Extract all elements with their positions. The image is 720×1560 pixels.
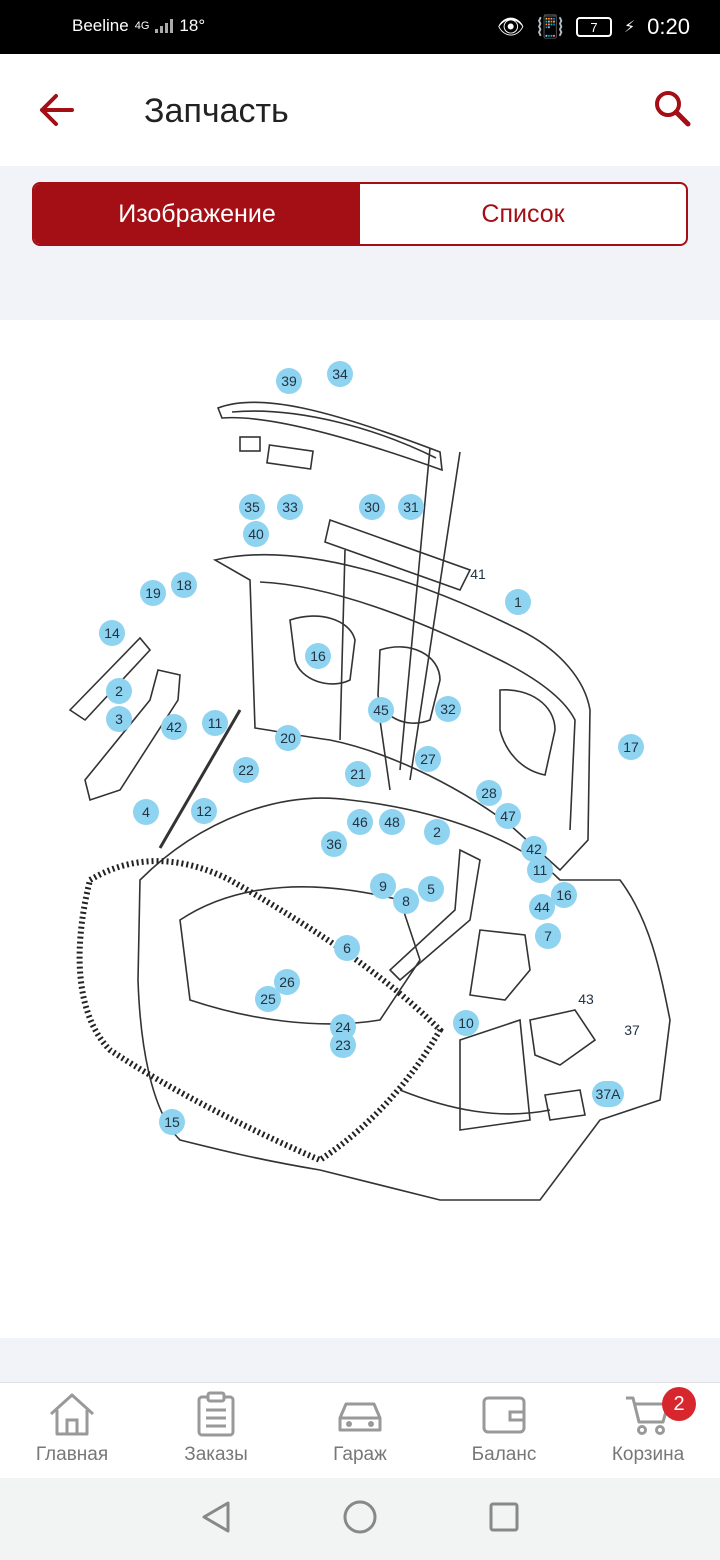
callout-40[interactable]: 40 — [243, 521, 269, 547]
tab-cart-label: Корзина — [611, 1444, 685, 1465]
callout-9[interactable]: 9 — [370, 873, 396, 899]
callout-4[interactable]: 4 — [133, 799, 159, 825]
callout-18[interactable]: 18 — [171, 572, 197, 598]
callout-27[interactable]: 27 — [415, 746, 441, 772]
callout-7[interactable]: 7 — [535, 923, 561, 949]
tab-home-label: Главная — [35, 1444, 109, 1465]
callout-11b[interactable]: 11 — [527, 857, 553, 883]
battery-icon: 7 — [575, 17, 612, 37]
tab-orders-label: Заказы — [184, 1444, 248, 1465]
nav-home-icon[interactable] — [342, 1499, 378, 1540]
car-icon — [338, 1402, 382, 1432]
callout-10[interactable]: 10 — [453, 1010, 479, 1036]
callout-2b[interactable]: 2 — [424, 819, 450, 845]
callout-6[interactable]: 6 — [334, 935, 360, 961]
search-icon[interactable] — [652, 88, 692, 128]
tab-list[interactable]: Список — [481, 199, 565, 228]
parts-diagram: 39 34 35 33 30 31 40 41 1 19 18 14 16 2 … — [0, 320, 720, 1338]
tab-garage-label: Гараж — [333, 1444, 387, 1465]
callout-11[interactable]: 11 — [202, 710, 228, 736]
home-icon — [49, 1393, 95, 1436]
callout-45[interactable]: 45 — [368, 697, 394, 723]
callout-16b[interactable]: 16 — [551, 882, 577, 908]
network-type: 4G — [134, 20, 150, 32]
callout-30[interactable]: 30 — [359, 494, 385, 520]
callout-5[interactable]: 5 — [418, 876, 444, 902]
temperature: 18° — [179, 16, 206, 35]
callout-33[interactable]: 33 — [277, 494, 303, 520]
callout-16[interactable]: 16 — [305, 643, 331, 669]
callout-22[interactable]: 22 — [233, 757, 259, 783]
tab-cart[interactable]: Корзина 2 — [576, 1383, 720, 1478]
system-nav-bar — [0, 1478, 720, 1560]
callout-42[interactable]: 42 — [161, 714, 187, 740]
tab-balance[interactable]: Баланс — [432, 1383, 576, 1478]
callout-39[interactable]: 39 — [276, 368, 302, 394]
page-title: Запчасть — [144, 92, 289, 130]
callout-47[interactable]: 47 — [495, 803, 521, 829]
callout-44[interactable]: 44 — [529, 894, 555, 920]
view-switcher: Изображение Список — [32, 182, 688, 246]
callout-48[interactable]: 48 — [379, 809, 405, 835]
callout-1[interactable]: 1 — [505, 589, 531, 615]
callout-28[interactable]: 28 — [476, 780, 502, 806]
orders-icon — [197, 1391, 235, 1437]
callout-14[interactable]: 14 — [99, 620, 125, 646]
callout-37a[interactable]: 37A — [592, 1081, 624, 1107]
callout-20[interactable]: 20 — [275, 725, 301, 751]
arrow-left-icon[interactable] — [36, 90, 76, 130]
callout-2[interactable]: 2 — [106, 678, 132, 704]
bottom-tab-bar: Главная Заказы Гараж Баланс Корзина 2 — [0, 1382, 720, 1478]
nav-back-icon[interactable] — [200, 1499, 232, 1540]
tab-orders[interactable]: Заказы — [144, 1383, 288, 1478]
exploded-view-drawing — [68, 401, 671, 1201]
tab-balance-label: Баланс — [471, 1444, 537, 1465]
label-41[interactable]: 41 — [470, 566, 486, 582]
callout-46[interactable]: 46 — [347, 809, 373, 835]
callout-3[interactable]: 3 — [106, 706, 132, 732]
eye-icon: 👁 — [496, 14, 525, 39]
tab-image[interactable]: Изображение — [34, 184, 360, 244]
callout-19[interactable]: 19 — [140, 580, 166, 606]
cart-badge: 2 — [662, 1387, 696, 1421]
callout-36[interactable]: 36 — [321, 831, 347, 857]
vibrate-icon: 📳 — [536, 14, 564, 39]
callout-15[interactable]: 15 — [159, 1109, 185, 1135]
clock: 0:20 — [647, 14, 690, 39]
battery-level: 7 — [590, 19, 598, 35]
callout-31[interactable]: 31 — [398, 494, 424, 520]
signal-icon — [155, 19, 174, 33]
tab-garage[interactable]: Гараж — [288, 1383, 432, 1478]
status-bar: Beeline 4G 18° 👁 📳 7 ⚡ 0:20 — [0, 0, 720, 54]
nav-recents-icon[interactable] — [488, 1501, 520, 1538]
charging-icon: ⚡ — [623, 19, 636, 36]
app-header: Запчасть — [0, 54, 720, 166]
callout-34[interactable]: 34 — [327, 361, 353, 387]
tab-home[interactable]: Главная — [0, 1383, 144, 1478]
callout-25[interactable]: 25 — [255, 986, 281, 1012]
wallet-icon — [482, 1396, 526, 1434]
callout-32[interactable]: 32 — [435, 696, 461, 722]
callout-23[interactable]: 23 — [330, 1032, 356, 1058]
callout-17[interactable]: 17 — [618, 734, 644, 760]
callout-8[interactable]: 8 — [393, 888, 419, 914]
carrier-name: Beeline — [72, 16, 129, 35]
callout-12[interactable]: 12 — [191, 798, 217, 824]
callout-21[interactable]: 21 — [345, 761, 371, 787]
callout-35[interactable]: 35 — [239, 494, 265, 520]
label-37[interactable]: 37 — [624, 1022, 640, 1038]
label-43[interactable]: 43 — [578, 991, 594, 1007]
